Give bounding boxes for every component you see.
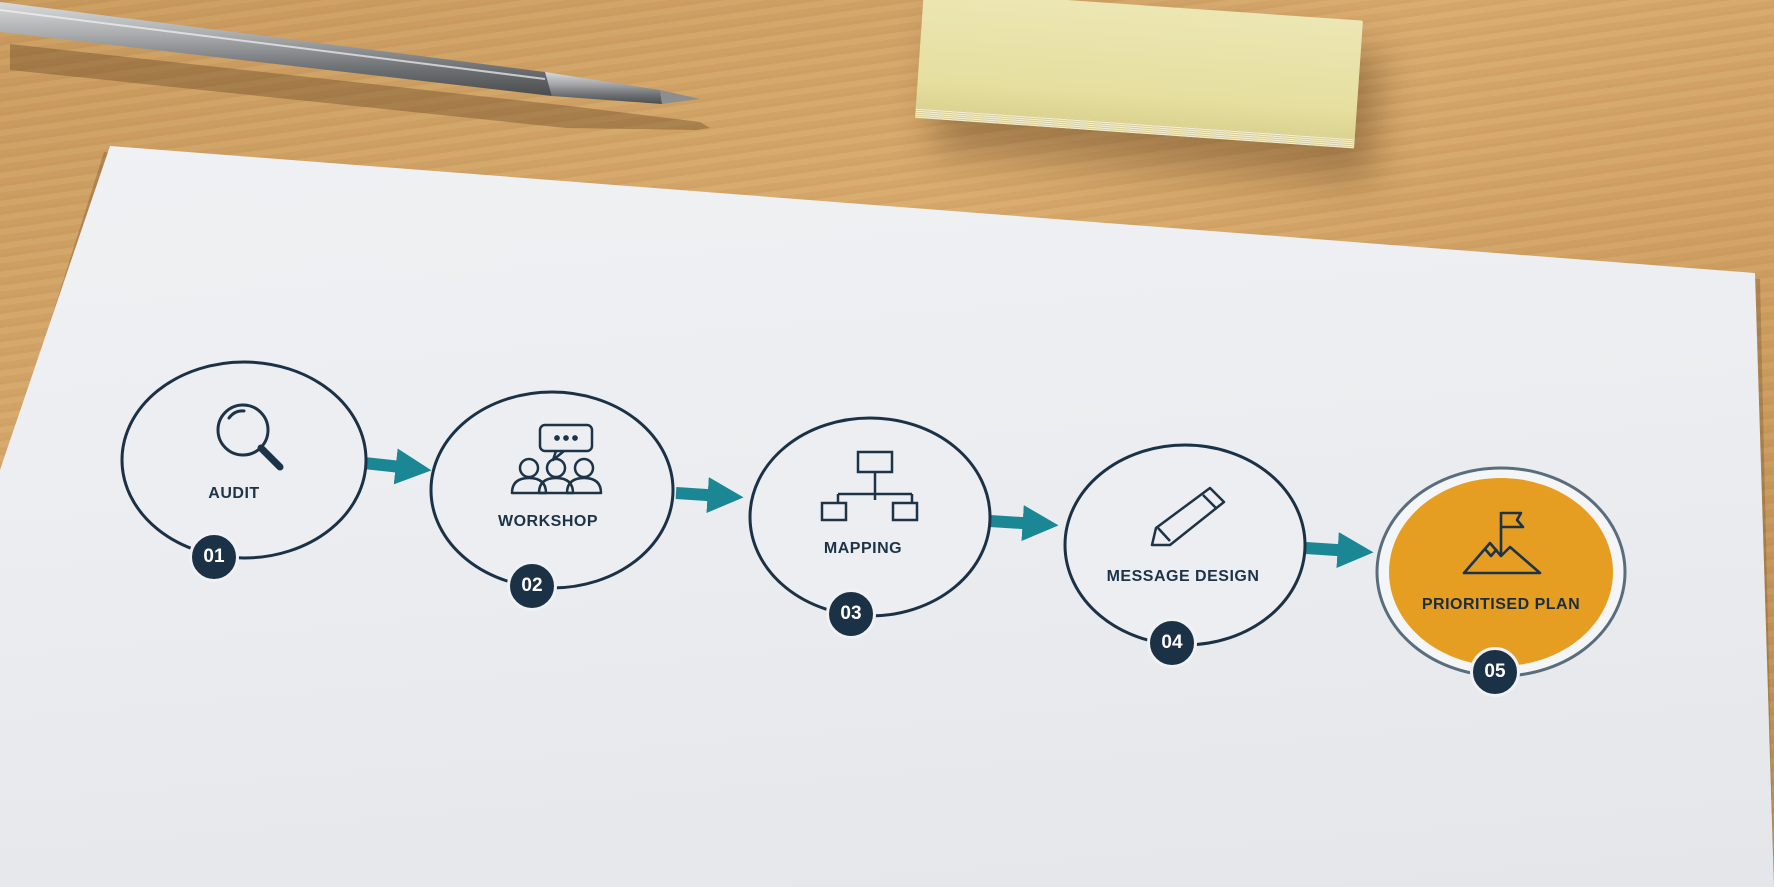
flow-arrows <box>363 448 1374 569</box>
step-circle-2 <box>429 390 675 590</box>
step-number-5: 05 <box>1470 647 1520 697</box>
mountain-flag-icon <box>1462 511 1542 575</box>
step-label-2: WORKSHOP <box>498 513 598 530</box>
pencil-icon <box>1150 486 1226 547</box>
step-number-3: 03 <box>826 589 876 639</box>
step-number-4: 04 <box>1147 618 1197 668</box>
step-circle-4 <box>1063 443 1307 647</box>
step-circle-3 <box>748 416 992 618</box>
arrow-2-3 <box>675 477 744 514</box>
arrow-1-2 <box>363 448 432 485</box>
step-number-1: 01 <box>189 532 239 582</box>
org-chart-icon <box>820 450 919 522</box>
step-number-2: 02 <box>507 561 557 611</box>
arrow-4-5 <box>1305 532 1374 569</box>
step-circle-1 <box>120 360 368 560</box>
step-label-3: MAPPING <box>823 540 903 557</box>
magnifier-icon <box>216 403 284 471</box>
arrow-3-4 <box>989 505 1059 542</box>
step-label-1: AUDIT <box>208 485 260 502</box>
step-label-5: PRIORITISED PLAN <box>1421 596 1581 613</box>
group-chat-icon <box>510 423 603 495</box>
step-label-4: MESSAGE DESIGN <box>1106 568 1260 585</box>
